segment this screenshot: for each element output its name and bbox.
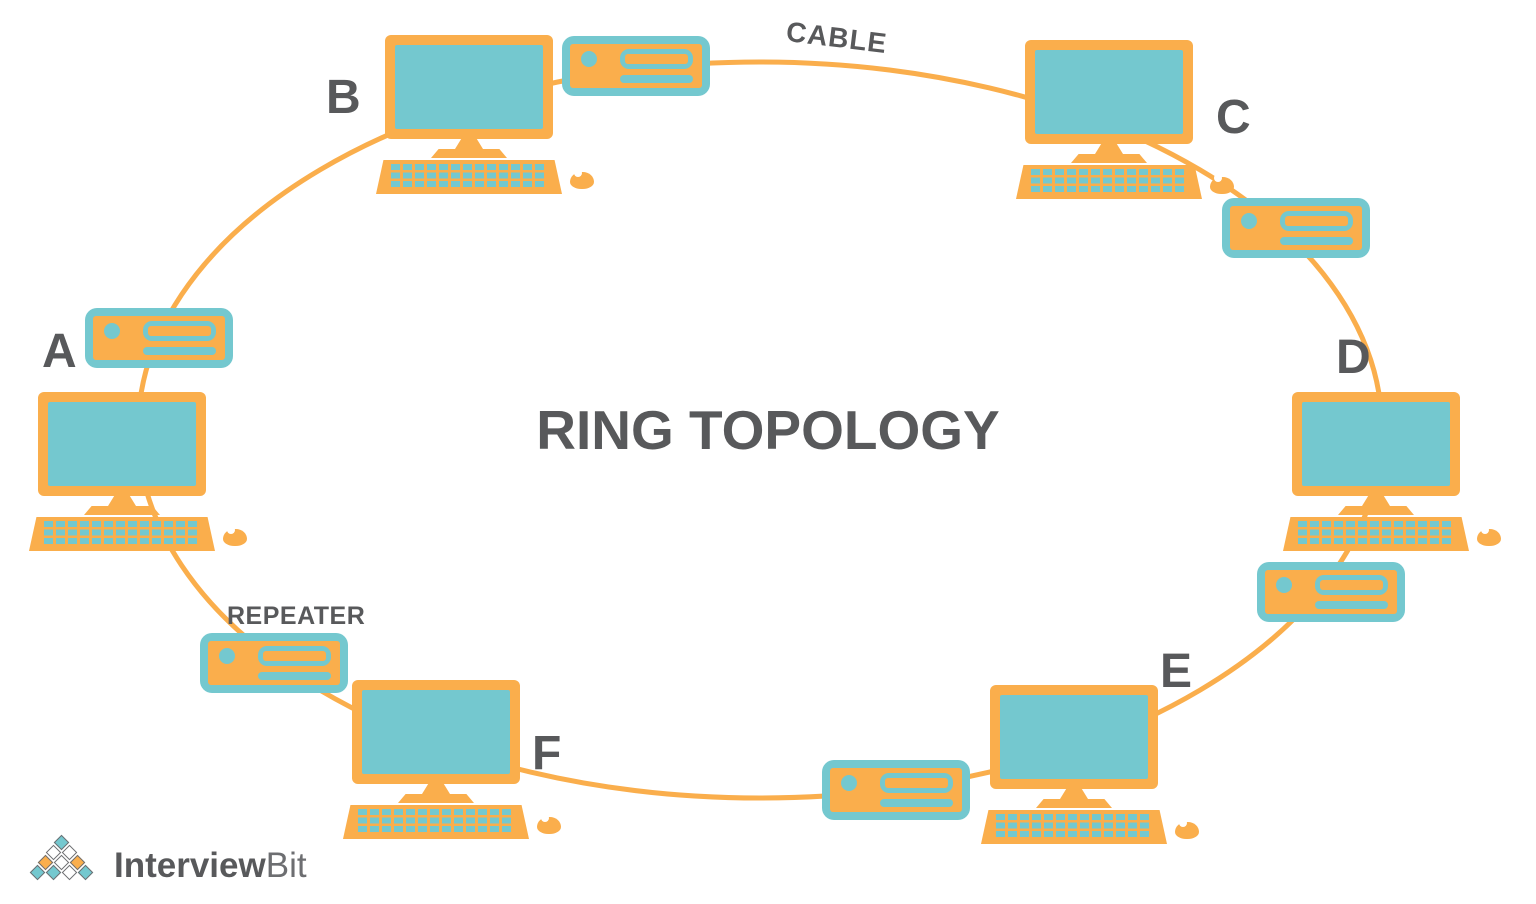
repeater-device-d	[1257, 562, 1405, 622]
repeater-bar	[1280, 237, 1353, 245]
monitor	[385, 35, 553, 139]
node-label-e: E	[1160, 645, 1193, 698]
monitor-base	[398, 794, 474, 803]
repeater-slot	[620, 49, 693, 69]
screen	[395, 45, 543, 129]
monitor-base	[84, 506, 160, 515]
monitor-stand	[1095, 144, 1123, 154]
repeater-body	[1265, 570, 1397, 614]
mouse-icon	[1210, 174, 1234, 194]
monitor-base	[1338, 506, 1414, 515]
repeater-slot	[143, 321, 216, 341]
node-label-f: F	[532, 727, 562, 780]
repeater-device-f	[200, 633, 348, 693]
computer-d	[1281, 392, 1501, 551]
interviewbit-logo: InterviewBit	[29, 834, 307, 885]
monitor-stand	[422, 784, 450, 794]
monitor	[352, 680, 520, 784]
repeater-bar	[620, 75, 693, 83]
logo-pyramid-icon	[29, 834, 100, 885]
monitor-base	[1036, 799, 1112, 808]
repeater-callout-label: REPEATER	[227, 602, 366, 630]
keyboard-keys	[1031, 169, 1187, 194]
computer-a	[27, 392, 247, 551]
node-label-c: C	[1216, 91, 1251, 144]
computer-f	[341, 680, 561, 839]
screen	[48, 402, 196, 486]
repeater-device-e	[822, 760, 970, 820]
repeater-slot	[880, 773, 953, 793]
logo-text-secondary: Bit	[265, 846, 307, 885]
keyboard-keys	[996, 814, 1152, 839]
repeater-slot	[1315, 575, 1388, 595]
computer-e	[979, 685, 1199, 844]
keyboard-keys	[358, 809, 514, 834]
repeater-device-c	[1222, 198, 1370, 258]
monitor	[1292, 392, 1460, 496]
repeater-port-icon	[219, 648, 235, 664]
mouse-icon	[1175, 819, 1199, 839]
repeater-port-icon	[104, 323, 120, 339]
repeater-body	[208, 641, 340, 685]
node-label-d: D	[1336, 331, 1371, 384]
keyboard	[1283, 517, 1469, 551]
repeater-port-icon	[581, 51, 597, 67]
repeater-port-icon	[1276, 577, 1292, 593]
keyboard-keys	[1298, 521, 1454, 546]
keyboard-keys	[391, 164, 547, 189]
keyboard	[29, 517, 215, 551]
repeater-body	[830, 768, 962, 812]
repeater-body	[570, 44, 702, 88]
monitor-base	[431, 149, 507, 158]
keyboard	[376, 160, 562, 194]
monitor-stand	[1060, 789, 1088, 799]
keyboard	[343, 805, 529, 839]
logo-text-primary: Interview	[114, 846, 266, 885]
page-title: RING TOPOLOGY	[536, 399, 1000, 461]
logo-wordmark: InterviewBit	[114, 848, 307, 885]
repeater-bar	[258, 672, 331, 680]
monitor-stand	[455, 139, 483, 149]
repeater-body	[1230, 206, 1362, 250]
monitor-base	[1071, 154, 1147, 163]
monitor	[38, 392, 206, 496]
keyboard	[981, 810, 1167, 844]
monitor	[990, 685, 1158, 789]
computer-b	[374, 35, 594, 194]
monitor-stand	[108, 496, 136, 506]
repeater-bar	[880, 799, 953, 807]
node-label-b: B	[326, 71, 361, 124]
mouse-icon	[1477, 526, 1501, 546]
repeater-bar	[1315, 601, 1388, 609]
repeater-body	[93, 316, 225, 360]
repeater-slot	[258, 646, 331, 666]
screen	[1035, 50, 1183, 134]
computer-c	[1014, 40, 1234, 199]
keyboard-keys	[44, 521, 200, 546]
mouse-icon	[537, 814, 561, 834]
node-label-a: A	[42, 325, 77, 378]
monitor-stand	[1362, 496, 1390, 506]
screen	[1000, 695, 1148, 779]
mouse-icon	[570, 169, 594, 189]
monitor	[1025, 40, 1193, 144]
repeater-port-icon	[1241, 213, 1257, 229]
repeater-device-b	[562, 36, 710, 96]
repeater-slot	[1280, 211, 1353, 231]
repeater-port-icon	[841, 775, 857, 791]
screen	[362, 690, 510, 774]
repeater-device-a	[85, 308, 233, 368]
mouse-icon	[223, 526, 247, 546]
repeater-bar	[143, 347, 216, 355]
keyboard	[1016, 165, 1202, 199]
screen	[1302, 402, 1450, 486]
